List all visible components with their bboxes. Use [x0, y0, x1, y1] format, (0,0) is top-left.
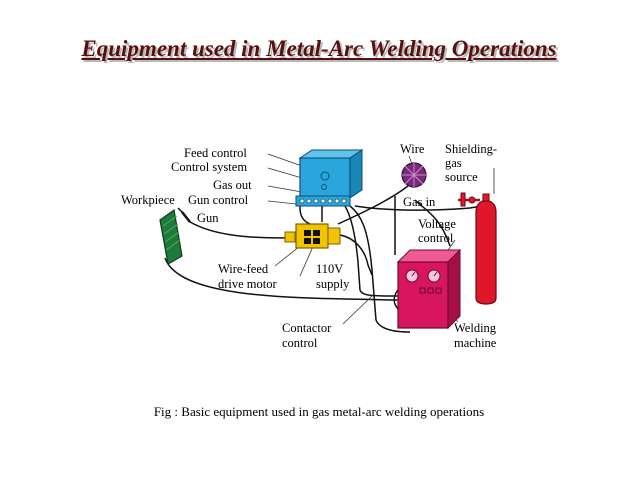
label-wire: Wire: [400, 142, 425, 156]
label-contactor-control-2: control: [282, 336, 318, 350]
label-wire-feed-2: drive motor: [218, 277, 278, 291]
diagram-labels: Feed control Control system Gas out Work…: [121, 142, 497, 350]
label-gun-control: Gun control: [188, 193, 249, 207]
label-gas-in: Gas in: [403, 195, 436, 209]
label-workpiece: Workpiece: [121, 193, 175, 207]
label-110v-supply-1: 110V: [316, 262, 343, 276]
label-shielding-gas-source-2: gas: [445, 156, 462, 170]
label-voltage-control-2: control: [418, 231, 454, 245]
label-feed-control: Feed control: [184, 146, 247, 160]
label-gun: Gun: [197, 211, 219, 225]
figure-caption: Fig : Basic equipment used in gas metal-…: [153, 404, 485, 419]
welding-machine: [396, 248, 462, 330]
control-box: [295, 149, 364, 207]
label-control-system: Control system: [171, 160, 247, 174]
label-gas-out: Gas out: [213, 178, 252, 192]
wire-feed-motor: [284, 223, 341, 249]
label-shielding-gas-source-1: Shielding-: [445, 142, 497, 156]
page-title: Equipment used in Metal-Arc Welding Oper…: [81, 36, 557, 61]
label-contactor-control-1: Contactor: [282, 321, 332, 335]
label-110v-supply-2: supply: [316, 277, 350, 291]
welding-gun: [177, 207, 191, 223]
wire-spool: [401, 162, 427, 188]
gas-cylinder: [458, 192, 497, 305]
label-wire-feed-1: Wire-feed: [218, 262, 269, 276]
label-shielding-gas-source-3: source: [445, 170, 478, 184]
workpiece: [159, 208, 183, 265]
label-welding-machine-1: Welding: [454, 321, 497, 335]
label-voltage-control-1: Voltage: [418, 217, 456, 231]
label-welding-machine-2: machine: [454, 336, 497, 350]
cables: [164, 185, 489, 333]
